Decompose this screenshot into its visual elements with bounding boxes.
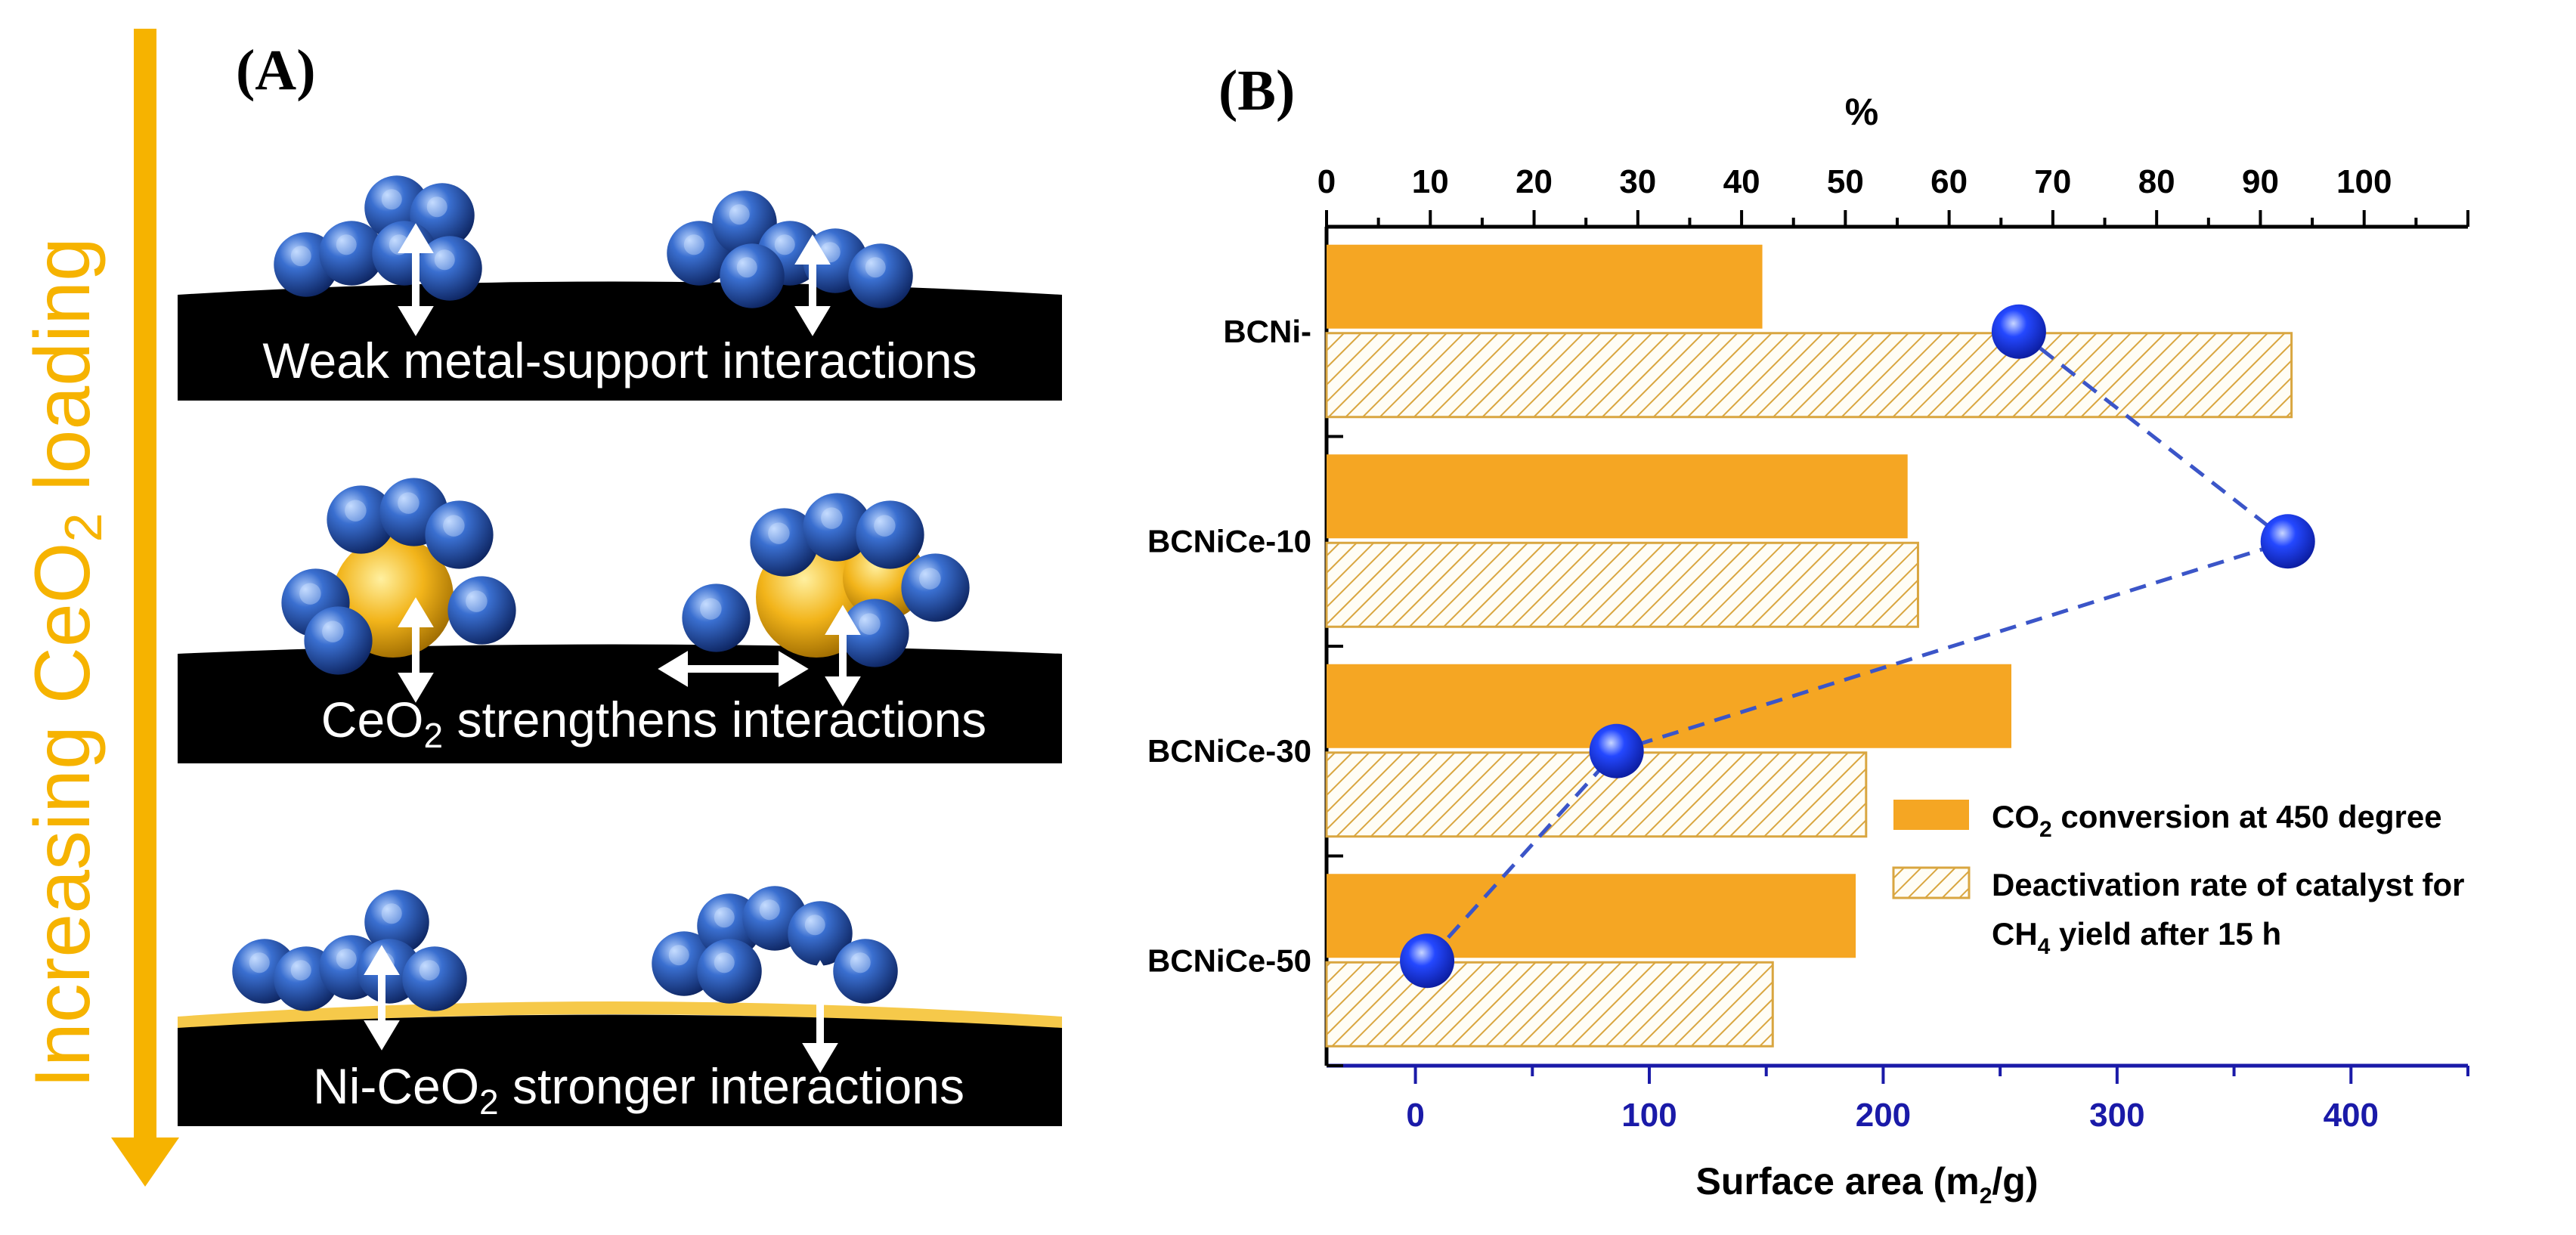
top-tick-label: 80 [2138,163,2175,200]
legend-swatch-solid [1893,800,1969,830]
bar-deactivation-rate [1325,541,1919,628]
panel-b: (B) % 0 10 20 30 40 50 60 70 80 90 100 0 100 200 300 4… [1147,59,2469,1209]
top-tick-label: 100 [2336,163,2392,200]
top-tick-label: 0 [1317,163,1336,200]
legend-label-deactivation-line2: CH4 yield after 15 h [1992,916,2281,959]
vertical-arrow-text: Increasing CeO2 loading [19,237,113,1088]
bottom-axis-title: Surface area (m2/g) [1696,1160,2039,1209]
top-tick-label: 70 [2034,163,2071,200]
category-label: BCNi- [1223,314,1311,349]
scheme-row-weak: Weak metal-support interactions [178,175,1062,401]
chart-legend: CO2 conversion at 450 degree Deactivatio… [1892,799,2465,959]
chart-plot-area: 0 10 20 30 40 50 60 70 80 90 100 0 100 200 300 400 BCN… [1147,163,2469,1134]
legend-label-co2: CO2 conversion at 450 degree [1992,799,2442,842]
bar-co2-conversion [1327,244,1763,329]
surface-area-point [1589,723,1644,778]
panel-a: (A) Increasing CeO2 loading Weak metal-s… [19,29,1062,1187]
bar-deactivation-rate [1325,961,1774,1048]
scheme-row-ni-ceo2: Ni-CeO2 stronger interactions [178,886,1062,1126]
top-tick-label: 40 [1723,163,1760,200]
increasing-loading-arrow [111,29,179,1187]
top-tick-label: 30 [1619,163,1656,200]
surface-area-point [2260,514,2315,569]
bottom-axis-ticks: 0 100 200 300 400 [1406,1066,2469,1134]
bottom-tick-label: 400 [2324,1097,2379,1134]
scheme-row-ceo2: CeO2 strengthens interactions [178,478,1062,763]
bottom-tick-label: 300 [2089,1097,2144,1134]
top-axis-ticks: 0 10 20 30 40 50 60 70 80 90 100 [1317,163,2469,227]
panel-a-label: (A) [236,39,316,102]
category-label: BCNiCe-10 [1147,523,1311,559]
chart-bars [1325,244,2293,1048]
top-tick-label: 90 [2242,163,2279,200]
top-tick-label: 10 [1412,163,1449,200]
legend-label-deactivation-line1: Deactivation rate of catalyst for [1992,867,2465,902]
panel-b-label: (B) [1218,59,1295,122]
category-label: BCNiCe-30 [1147,733,1311,769]
top-tick-label: 20 [1516,163,1553,200]
surface-area-dashed-line [1426,330,2293,962]
bar-deactivation-rate [1325,332,2293,419]
bottom-tick-label: 100 [1621,1097,1677,1134]
legend-swatch-hatched [1892,866,1971,899]
bottom-tick-label: 0 [1406,1097,1424,1134]
scheme-row-3-text: Ni-CeO2 stronger interactions [313,1058,964,1122]
scheme-row-2-text: CeO2 strengthens interactions [321,692,986,755]
category-label: BCNiCe-50 [1147,942,1311,978]
bar-co2-conversion [1327,454,1908,539]
scheme-row-1-text: Weak metal-support interactions [262,333,977,388]
top-tick-label: 60 [1930,163,1968,200]
top-tick-label: 50 [1827,163,1864,200]
surface-area-point [1991,304,2046,359]
surface-area-point [1400,933,1455,989]
bottom-tick-label: 200 [1856,1097,1911,1134]
surface-area-line [1400,304,2315,989]
top-axis-title: % [1845,91,1878,133]
